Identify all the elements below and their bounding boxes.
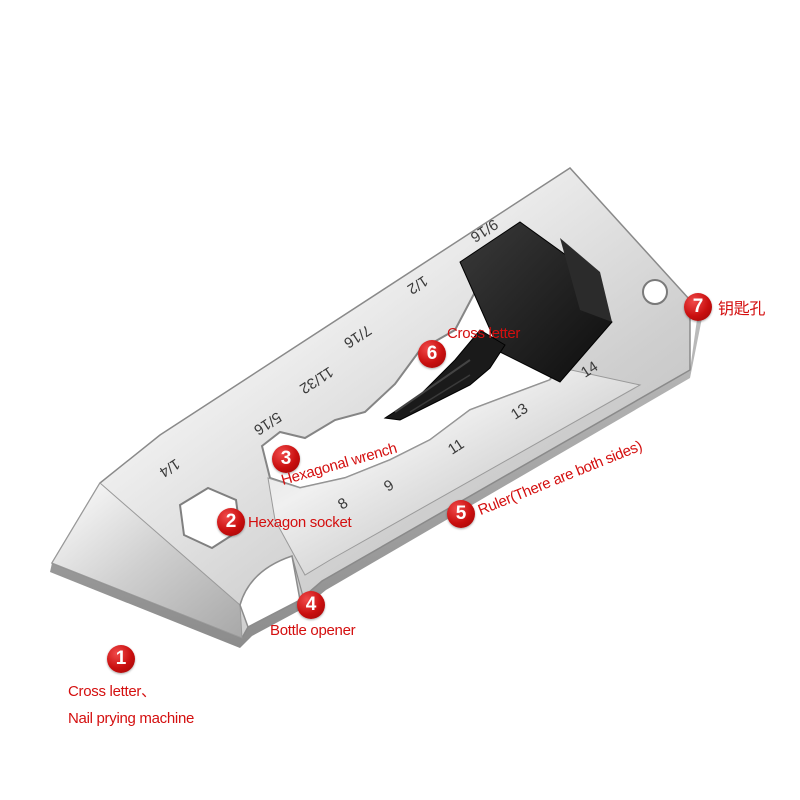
callout-3-badge: 3 xyxy=(272,445,300,473)
callout-2-label: Hexagon socket xyxy=(248,513,352,531)
callout-1-label-line1: Cross letter、 xyxy=(68,683,156,700)
bottle-opener-notch xyxy=(239,555,301,629)
callout-5: 5 xyxy=(447,500,475,528)
key-hole xyxy=(642,279,668,305)
callout-2: 2 Hexagon socket xyxy=(217,508,352,536)
callout-6: 6 xyxy=(418,340,446,368)
callout-4-badge: 4 xyxy=(297,591,325,619)
callout-5-badge: 5 xyxy=(447,500,475,528)
callout-7-label: 钥匙孔 xyxy=(718,301,766,318)
callout-7-badge: 7 xyxy=(684,293,712,321)
ruler-bar xyxy=(267,367,642,576)
callout-3: 3 xyxy=(272,445,300,473)
callout-4: 4 xyxy=(297,591,325,619)
callout-1-badge: 1 xyxy=(107,645,135,673)
phillips-bit xyxy=(383,329,506,421)
callout-2-badge: 2 xyxy=(217,508,245,536)
callout-4-label: Bottle opener xyxy=(270,622,356,639)
ruler-mark-13: 13 xyxy=(508,400,531,423)
callout-1: 1 xyxy=(107,645,135,673)
ruler-mark-14: 14 xyxy=(578,358,601,381)
callout-1-label-line2: Nail prying machine xyxy=(68,710,195,727)
ruler-mark-11: 11 xyxy=(445,436,467,459)
callout-6-badge: 6 xyxy=(418,340,446,368)
callout-6-label: Cross letter xyxy=(447,325,521,342)
callout-7: 7 钥匙孔 xyxy=(684,293,765,321)
